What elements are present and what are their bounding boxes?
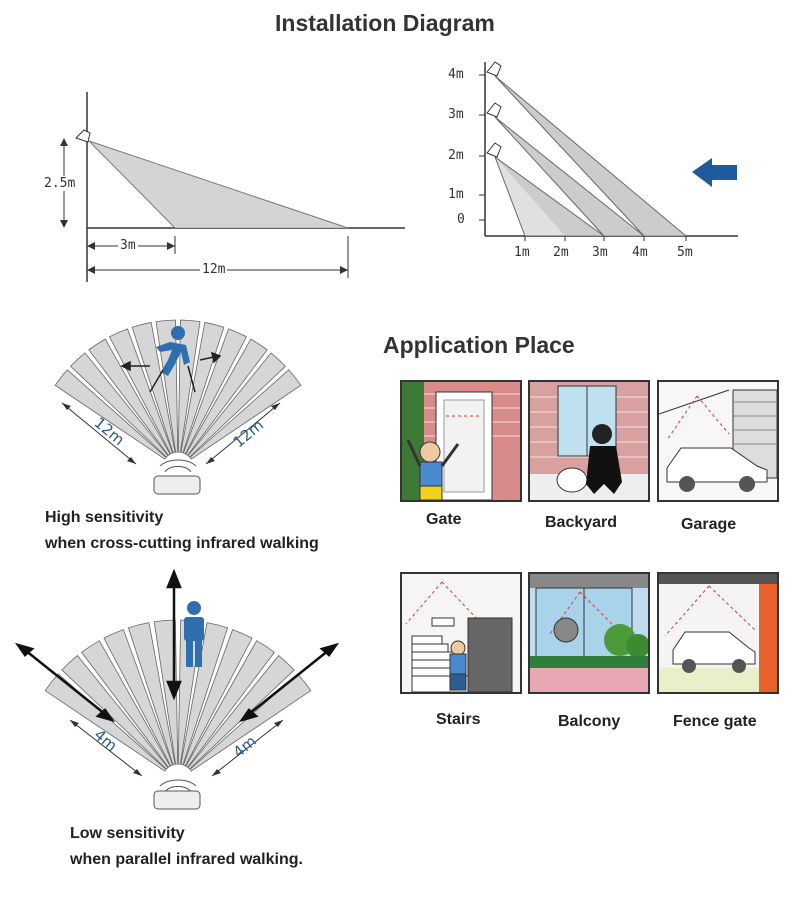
near-distance-label: 3m <box>118 238 138 253</box>
place-gate: Gate <box>426 511 462 528</box>
fan-segment <box>103 629 174 767</box>
fence-gate-illustration <box>657 572 779 694</box>
direction-arrow-icon <box>692 158 737 187</box>
gate-illustration <box>400 380 522 502</box>
y-label-4m: 4m <box>448 67 464 82</box>
place-garage: Garage <box>681 516 737 533</box>
y-label-0: 0 <box>457 212 465 227</box>
fan-segment <box>81 640 171 768</box>
far-distance-label: 12m <box>200 262 228 277</box>
low-sensitivity-caption: Low sensitivity when parallel infrared w… <box>70 821 303 873</box>
fan-segment <box>182 328 247 455</box>
fan-segment <box>131 321 176 454</box>
garage-illustration <box>657 380 779 502</box>
fan-segment <box>88 338 171 456</box>
fan-segment <box>185 338 268 456</box>
x-label-1m: 1m <box>514 245 530 260</box>
fan-segment <box>61 655 169 770</box>
y-label-1m: 1m <box>448 187 464 202</box>
fan-segment <box>69 352 169 458</box>
x-label-2m: 2m <box>553 245 569 260</box>
place-balcony: Balcony <box>558 713 621 730</box>
fan-segment <box>189 369 302 460</box>
fan-segment <box>182 629 253 767</box>
fan-segment <box>185 640 275 768</box>
high-sensitivity-line1: High sensitivity <box>45 509 164 526</box>
x-label-5m: 5m <box>677 245 693 260</box>
fan-segment <box>127 622 176 766</box>
stairs-illustration <box>400 572 522 694</box>
fan-segment <box>54 369 167 460</box>
high-sensitivity-line2: when cross-cutting infrared walking <box>45 535 319 552</box>
fan-segment <box>187 352 287 458</box>
height-label: 2.5m <box>44 176 76 191</box>
fan-segment <box>180 622 229 766</box>
x-label-3m: 3m <box>592 245 608 260</box>
application-title: Application Place <box>383 332 575 358</box>
high-sensitivity-caption: High sensitivity when cross-cutting infr… <box>45 505 319 557</box>
y-label-2m: 2m <box>448 148 464 163</box>
place-backyard: Backyard <box>545 514 618 531</box>
backyard-illustration <box>528 380 650 502</box>
walking-person-icon <box>156 326 190 376</box>
low-sensitivity-line1: Low sensitivity <box>70 825 185 842</box>
low-sensitivity-line2: when parallel infrared walking. <box>70 851 303 868</box>
x-label-4m: 4m <box>632 245 648 260</box>
place-stairs: Stairs <box>436 711 481 728</box>
place-fence-gate: Fence gate <box>673 713 757 730</box>
balcony-illustration <box>528 572 650 694</box>
standing-person-icon <box>184 601 204 667</box>
y-label-3m: 3m <box>448 107 464 122</box>
fan-segment <box>44 673 167 772</box>
installation-title: Installation Diagram <box>275 10 495 36</box>
install-height-chart <box>479 61 738 241</box>
